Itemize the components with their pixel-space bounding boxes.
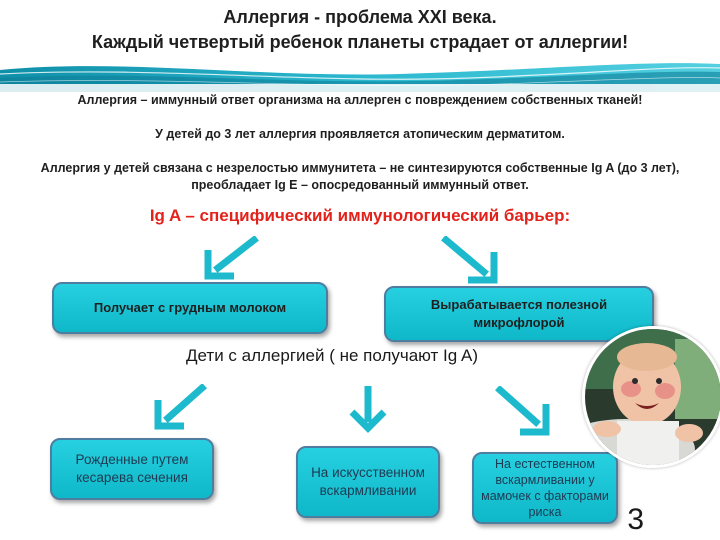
arrow-down-left-icon [154,384,207,430]
microflora-label: Вырабатывается полезной микрофлорой [430,297,608,330]
title-line-2: Каждый четвертый ребенок планеты страдае… [91,32,629,52]
baby-photo [582,326,720,468]
microflora-box: Вырабатывается полезной микрофлорой [384,286,654,342]
artificial-feeding-label: На искусственном вскармливании [311,465,425,498]
cesarean-box: Рожденные путем кесарева сечения [50,438,214,500]
breast-milk-label: Получает с грудным молоком [93,300,287,315]
natural-feeding-box: На естественном вскармливании у мамочек … [472,452,618,524]
baby-image [585,329,720,465]
intro-text: Аллергия – иммунный ответ организма на а… [20,92,700,194]
page-number: 3 [627,503,644,536]
arrow-down-left-icon [204,236,259,280]
natural-feeding-label: На естественном вскармливании у мамочек … [481,457,609,519]
intro-paragraph-3: Аллергия у детей связана с незрелостью и… [40,161,680,192]
slide-header: Аллергия - проблема XXI века. Каждый чет… [0,0,720,92]
arrow-down-right-icon [441,236,498,284]
artificial-feeding-box: На искусственном вскармливании [296,446,440,518]
wave-decoration [0,0,720,92]
allergy-kids-label: Дети с аллергией ( не получают Ig A) [186,346,479,365]
intro-paragraph-1: Аллергия – иммунный ответ организма на а… [77,93,643,107]
intro-paragraph-2: У детей до 3 лет аллергия проявляется ат… [155,127,565,141]
title-line-1: Аллергия - проблема XXI века. [223,7,497,27]
barrier-heading: Ig A – специфический иммунологический ба… [149,206,571,225]
cesarean-label: Рожденные путем кесарева сечения [75,452,189,485]
breast-milk-box: Получает с грудным молоком [52,282,328,334]
arrow-down-icon [349,386,387,433]
arrow-down-right-icon [495,386,550,436]
slide-title: Аллергия - проблема XXI века. Каждый чет… [0,5,720,55]
